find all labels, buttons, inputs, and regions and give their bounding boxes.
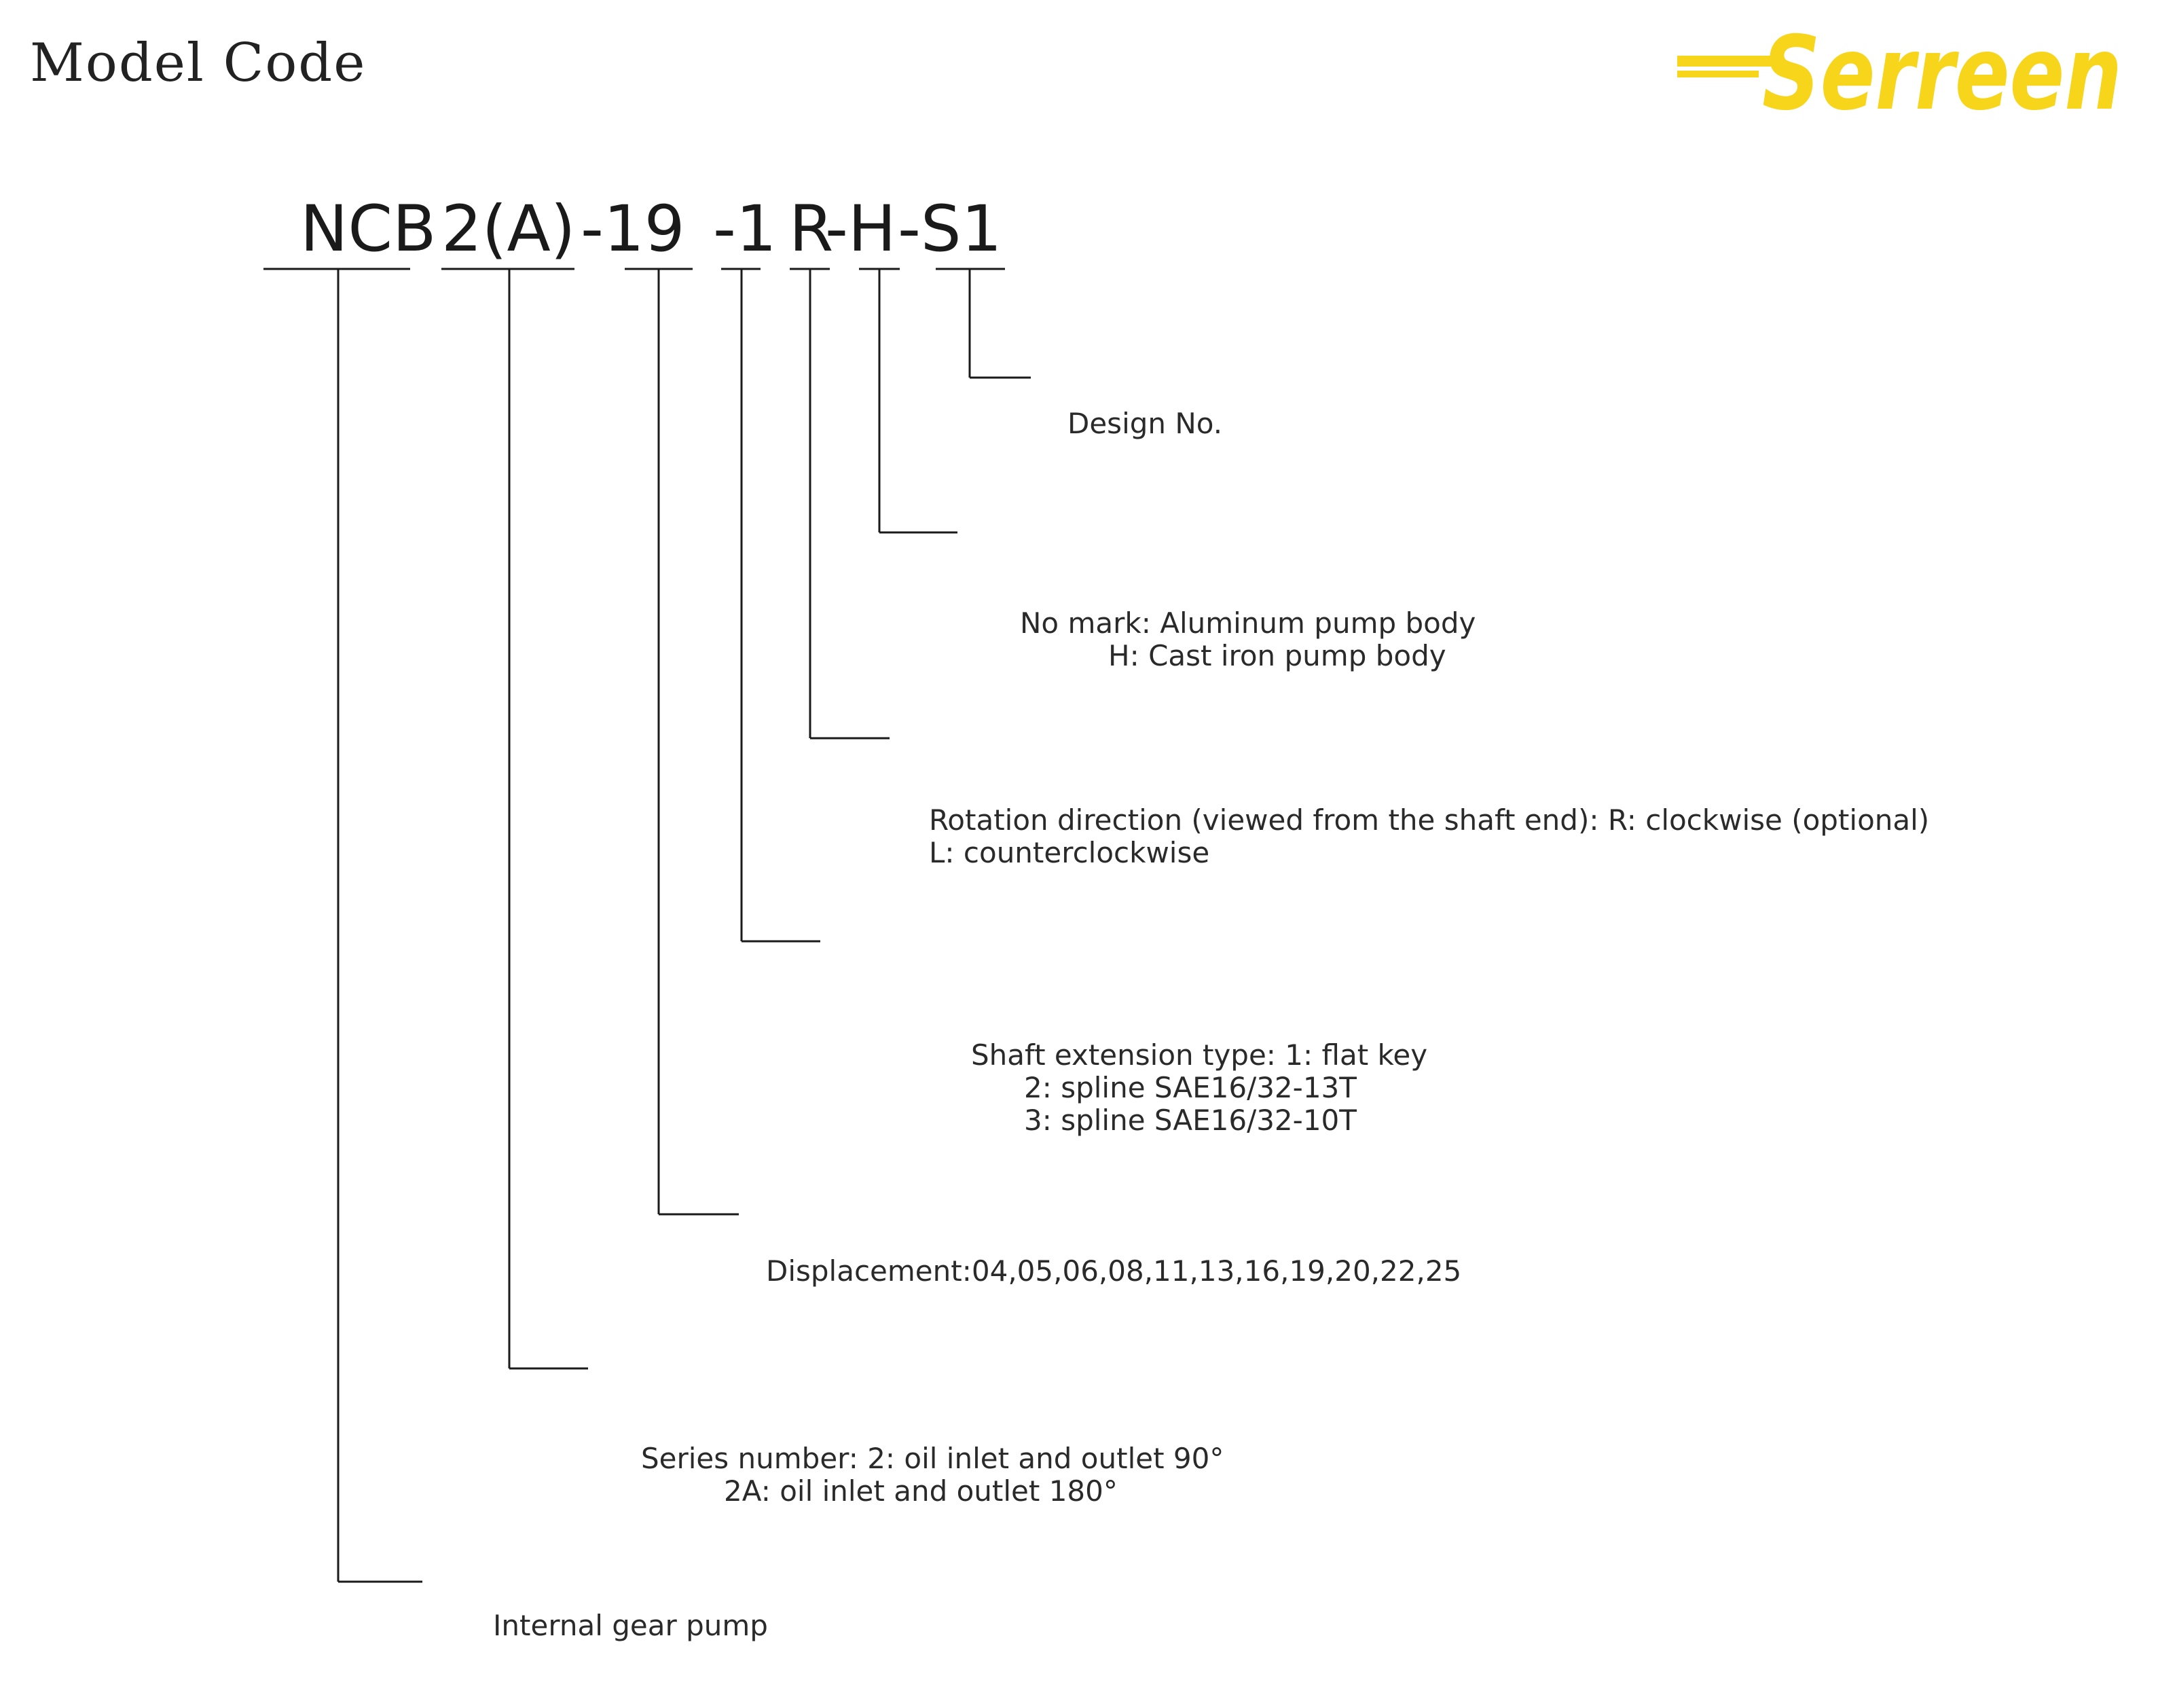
desc-shaft: Shaft extension type: 1: flat key 2: spl… bbox=[971, 1039, 1427, 1137]
logo-wordmark: Serreen bbox=[1762, 15, 2122, 122]
desc-material-line2: H: Cast iron pump body bbox=[1108, 639, 1446, 672]
brand-logo: Serreen bbox=[1677, 15, 2122, 122]
desc-series-line2: 2A: oil inlet and outlet 180° bbox=[724, 1474, 1118, 1508]
desc-series-line1: Series number: 2: oil inlet and outlet 9… bbox=[641, 1442, 1224, 1475]
desc-rotation: Rotation direction (viewed from the shaf… bbox=[929, 804, 1929, 869]
desc-design: Design No. bbox=[1067, 407, 1222, 440]
desc-type-line1: Internal gear pump bbox=[493, 1609, 768, 1642]
desc-shaft-line2: 2: spline SAE16/32-13T bbox=[1024, 1071, 1357, 1104]
code-segment-design: -S1 bbox=[898, 192, 1002, 266]
logo-stripe-thin bbox=[1677, 71, 1759, 77]
desc-series: Series number: 2: oil inlet and outlet 9… bbox=[641, 1442, 1224, 1508]
desc-shaft-line3: 3: spline SAE16/32-10T bbox=[1024, 1104, 1357, 1137]
desc-type: Internal gear pump bbox=[493, 1610, 768, 1642]
logo-stripe bbox=[1677, 56, 1779, 67]
desc-rotation-line1: Rotation direction (viewed from the shaf… bbox=[929, 803, 1930, 837]
desc-displacement-line1: Displacement:04,05,06,08,11,13,16,19,20,… bbox=[766, 1254, 1462, 1288]
code-segment-material: -H bbox=[825, 192, 896, 266]
desc-design-line1: Design No. bbox=[1067, 407, 1223, 440]
desc-material-line1: No mark: Aluminum pump body bbox=[1020, 606, 1476, 640]
code-segment-series: 2(A) bbox=[441, 192, 576, 266]
code-segment-shaft: -1 bbox=[713, 192, 777, 266]
code-segment-ncb: NCB bbox=[300, 192, 437, 266]
code-segment-rotation: R bbox=[789, 192, 834, 266]
desc-rotation-line2: L: counterclockwise bbox=[929, 836, 1210, 869]
desc-displacement: Displacement:04,05,06,08,11,13,16,19,20,… bbox=[766, 1255, 1461, 1288]
desc-material: No mark: Aluminum pump body H: Cast iron… bbox=[1020, 607, 1476, 672]
desc-shaft-line1: Shaft extension type: 1: flat key bbox=[971, 1038, 1428, 1072]
page-title: Model Code bbox=[30, 33, 367, 94]
code-segment-displacement: -19 bbox=[581, 192, 685, 266]
